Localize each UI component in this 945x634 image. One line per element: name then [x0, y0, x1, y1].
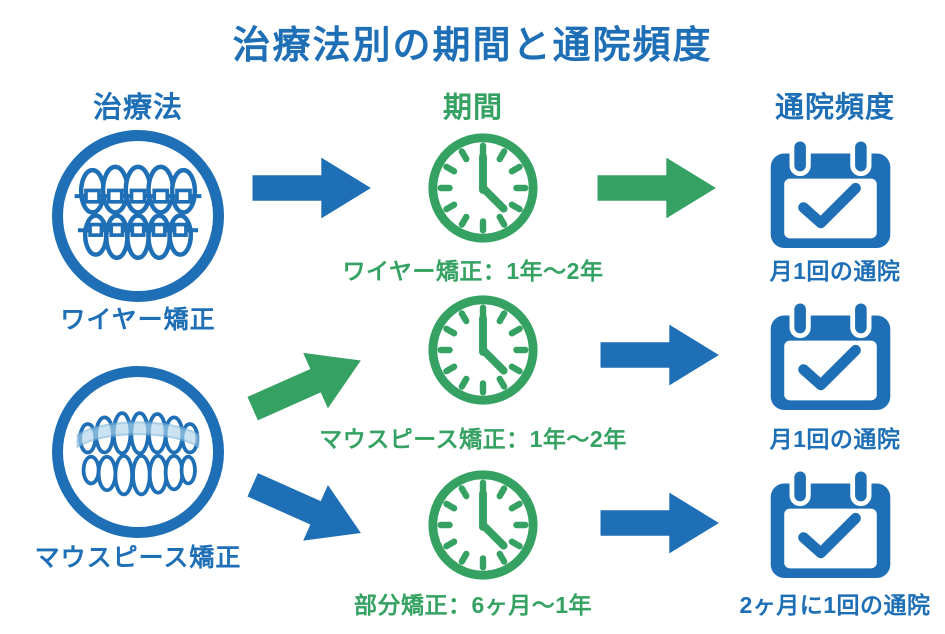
duration-label-mouthpiece: マウスピース矯正：1年〜2年 — [319, 426, 627, 452]
arrow-down-right-icon — [223, 443, 390, 580]
wire-braces-circle — [52, 130, 224, 302]
calendar-check-icon — [763, 136, 898, 257]
arrow-right-icon — [585, 148, 730, 233]
mouthpiece-teeth-icon — [71, 383, 205, 522]
arrow-right-icon — [240, 148, 385, 233]
mouthpiece-circle — [52, 366, 224, 538]
clock-icon — [424, 291, 542, 414]
arrow-right-icon — [588, 483, 733, 568]
page-title: 治療法別の期間と通院頻度 — [232, 25, 713, 67]
frequency-label-row2: 月1回の通院 — [769, 426, 901, 452]
treatment-label-mouthpiece: マウスピース矯正 — [34, 544, 242, 572]
treatment-label-wire: ワイヤー矯正 — [60, 306, 216, 334]
column-header-duration: 期間 — [442, 92, 503, 124]
braces-teeth-icon — [73, 149, 203, 284]
clock-icon — [424, 129, 542, 252]
duration-label-partial: 部分矯正：6ヶ月〜1年 — [353, 592, 593, 618]
column-header-frequency: 通院頻度 — [774, 92, 895, 124]
duration-label-wire: ワイヤー矯正：1年〜2年 — [342, 258, 604, 284]
clock-icon — [424, 466, 542, 589]
frequency-label-row1: 月1回の通院 — [769, 258, 901, 284]
frequency-label-row3: 2ヶ月に1回の通院 — [739, 592, 931, 618]
calendar-check-icon — [763, 466, 898, 587]
arrow-right-icon — [588, 315, 733, 400]
arrow-up-right-icon — [225, 318, 392, 455]
column-header-treatment: 治療法 — [92, 92, 183, 124]
calendar-check-icon — [763, 298, 898, 419]
